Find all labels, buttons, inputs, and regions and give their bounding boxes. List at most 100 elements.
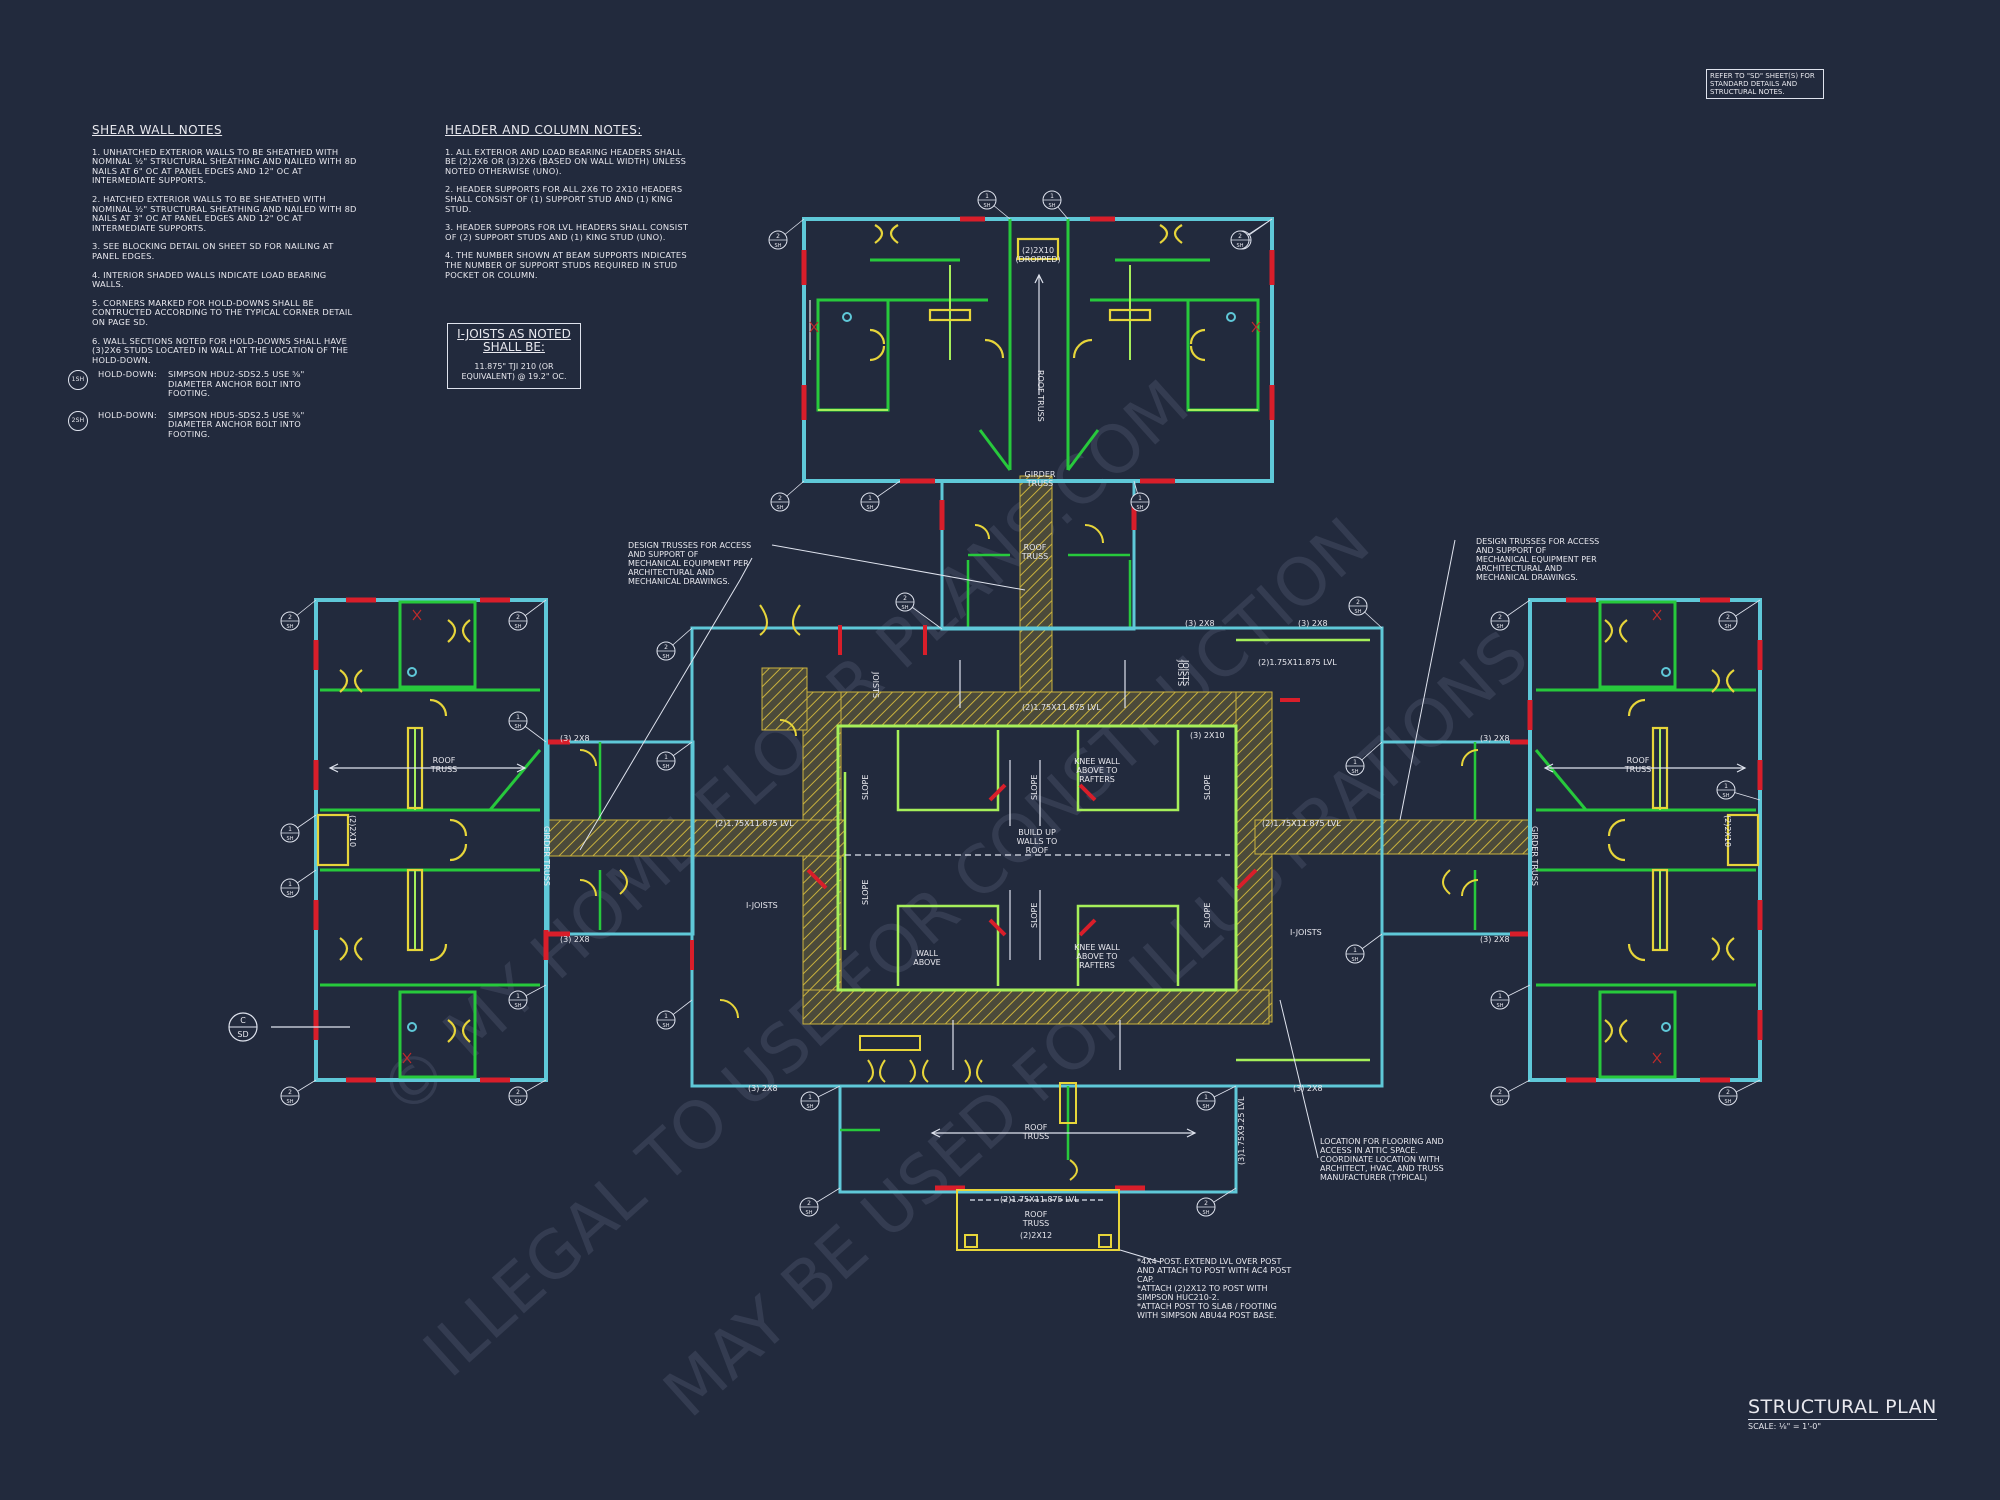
holddown-tag-icon: 2SH <box>895 592 943 630</box>
svg-text:1: 1 <box>1138 495 1142 502</box>
svg-text:SH: SH <box>1723 793 1730 799</box>
holddown-tag-icon: 2SH <box>1196 1187 1237 1217</box>
svg-text:2: 2 <box>516 614 520 621</box>
shear-note-6: 6. WALL SECTIONS NOTED FOR HOLD-DOWNS SH… <box>92 335 349 365</box>
holddown-tag-icon: 2SH <box>508 1079 547 1106</box>
header-note-1: 1. ALL EXTERIOR AND LOAD BEARING HEADERS… <box>445 146 687 176</box>
holddown-tag-icon: 2SH <box>508 599 547 631</box>
svg-text:SH: SH <box>287 624 294 630</box>
svg-text:2: 2 <box>1204 1200 1208 1207</box>
svg-text:2: 2 <box>1238 233 1242 240</box>
ijoist-note-box: I-JOISTS AS NOTED SHALL BE: 11.875" TJI … <box>447 323 581 389</box>
lvl-label-left: (2)1.75x11.875 LVL <box>715 819 794 828</box>
shear-wall-notes: SHEAR WALL NOTES 1. UNHATCHED EXTERIOR W… <box>92 124 360 374</box>
svg-text:SH: SH <box>1203 1104 1210 1110</box>
lvl-label-right: (2)1.75x11.875 LVL <box>1262 819 1341 828</box>
header-note-3: 3. HEADER SUPPORS FOR LVL HEADERS SHALL … <box>445 222 689 242</box>
holddown-label: HOLD-DOWN: <box>98 369 157 379</box>
holddown-tag-icon: 2SH <box>1490 599 1531 631</box>
svg-text:1: 1 <box>664 754 668 761</box>
svg-text:SH: SH <box>902 605 909 611</box>
svg-text:SH: SH <box>1725 624 1732 630</box>
svg-text:SH: SH <box>984 203 991 209</box>
svg-text:1: 1 <box>516 993 520 1000</box>
svg-text:SH: SH <box>1352 769 1359 775</box>
holddown-tag-icon: 1SH <box>656 741 693 771</box>
header-note-2: 2. HEADER SUPPORTS FOR ALL 2x6 TO 2x10 H… <box>445 184 683 214</box>
svg-text:SH: SH <box>515 724 522 730</box>
svg-text:SH: SH <box>515 1099 522 1105</box>
svg-text:SH: SH <box>1497 1099 1504 1105</box>
holddown-text: SIMPSON HDU5-SDS2.5 USE ⅝" DIAMETER ANCH… <box>168 409 305 439</box>
svg-text:1: 1 <box>1353 947 1357 954</box>
shear-note-1: 1. UNHATCHED EXTERIOR WALLS TO BE SHEATH… <box>92 146 357 186</box>
svg-text:2: 2 <box>1498 614 1502 621</box>
svg-text:1: 1 <box>664 1013 668 1020</box>
svg-text:SH: SH <box>1352 957 1359 963</box>
svg-text:SH: SH <box>1049 203 1056 209</box>
header-3-2x8-f: (3) 2x8 <box>1480 935 1510 944</box>
svg-text:1: 1 <box>516 714 520 721</box>
holddown-tags: 2SH1SH1SH2SH2SH1SH1SH2SH2SH2SH2SH2SH1SH1… <box>280 190 1761 1217</box>
svg-text:2: 2 <box>288 614 292 621</box>
holddown-tag-icon: 1SH <box>1345 741 1383 776</box>
holddown-label: HOLD-DOWN: <box>98 409 157 420</box>
detail-callout-c-sd: C SD <box>228 1012 258 1042</box>
watermark: © My Home Floor Plans.com ILLEGAL to use… <box>364 365 1543 1432</box>
svg-text:2: 2 <box>1356 599 1360 606</box>
holddown-tag-icon: 1SH <box>508 984 547 1010</box>
joists-2: JOISTS <box>1176 659 1185 686</box>
header-column-notes: HEADER AND COLUMN NOTES: 1. ALL EXTERIOR… <box>445 124 695 289</box>
svg-text:SH: SH <box>287 836 294 842</box>
svg-text:SH: SH <box>663 764 670 770</box>
dropped-header-right: (2)2x10 <box>1723 815 1732 847</box>
svg-text:SH: SH <box>1137 505 1144 511</box>
svg-text:2: 2 <box>903 595 907 602</box>
holddown-tag-icon: 1SH <box>1130 480 1150 512</box>
header-3-2x8-c: (3) 2x8 <box>1185 619 1215 628</box>
joists-1: JOISTS <box>871 671 880 698</box>
holddown-tag-icon: 2SH <box>799 1187 841 1217</box>
slope-3: SLOPE <box>1203 775 1212 800</box>
svg-text:2: 2 <box>778 495 782 502</box>
svg-text:1: 1 <box>985 193 989 200</box>
svg-text:2: 2 <box>516 1089 520 1096</box>
svg-text:SH: SH <box>1725 1099 1732 1105</box>
design-trusses-left-note: DESIGN TRUSSES FOR ACCESS AND SUPPORT OF… <box>628 541 754 586</box>
hatched-beams <box>544 475 1531 1025</box>
header-3-2x8-a: (3) 2x8 <box>560 734 590 743</box>
holddown-tag-icon: 2SH <box>1230 218 1273 250</box>
i-joists-left: I-JOISTS <box>746 901 778 910</box>
joists-3: JOISTS <box>1181 659 1190 686</box>
svg-text:SD: SD <box>237 1030 248 1039</box>
svg-text:SH: SH <box>663 654 670 660</box>
slope-6: SLOPE <box>1030 903 1039 928</box>
holddown-tag-icon: 1SH <box>656 999 693 1030</box>
header-2-2x12: (2)2x12 <box>1020 1231 1052 1240</box>
holddown-tag-icon: 1SH <box>1042 190 1069 220</box>
header-note-4: 4. THE NUMBER SHOWN AT BEAM SUPPORTS IND… <box>445 250 687 280</box>
sheet-reference-note: REFER TO "SD" SHEET(S) FOR STANDARD DETA… <box>1706 69 1824 99</box>
svg-text:1: 1 <box>1353 759 1357 766</box>
svg-text:SH: SH <box>806 1210 813 1216</box>
holddown-tag-icon: 2SH <box>280 1079 317 1106</box>
ijoist-note-text: 11.875" TJI 210 (OR EQUIVALENT) @ 19.2" … <box>461 362 567 381</box>
lvl-label-vertical: (3)1.75x9.25 LVL <box>1237 1096 1246 1165</box>
holddown-tag-icon: 2SH <box>1490 1079 1531 1106</box>
svg-text:SH: SH <box>1355 609 1362 615</box>
holddown-tag-icon: 1SH <box>508 711 547 743</box>
drawing-scale: SCALE: ⅛" = 1'-0" <box>1748 1422 1822 1431</box>
svg-text:SH: SH <box>1237 243 1244 249</box>
